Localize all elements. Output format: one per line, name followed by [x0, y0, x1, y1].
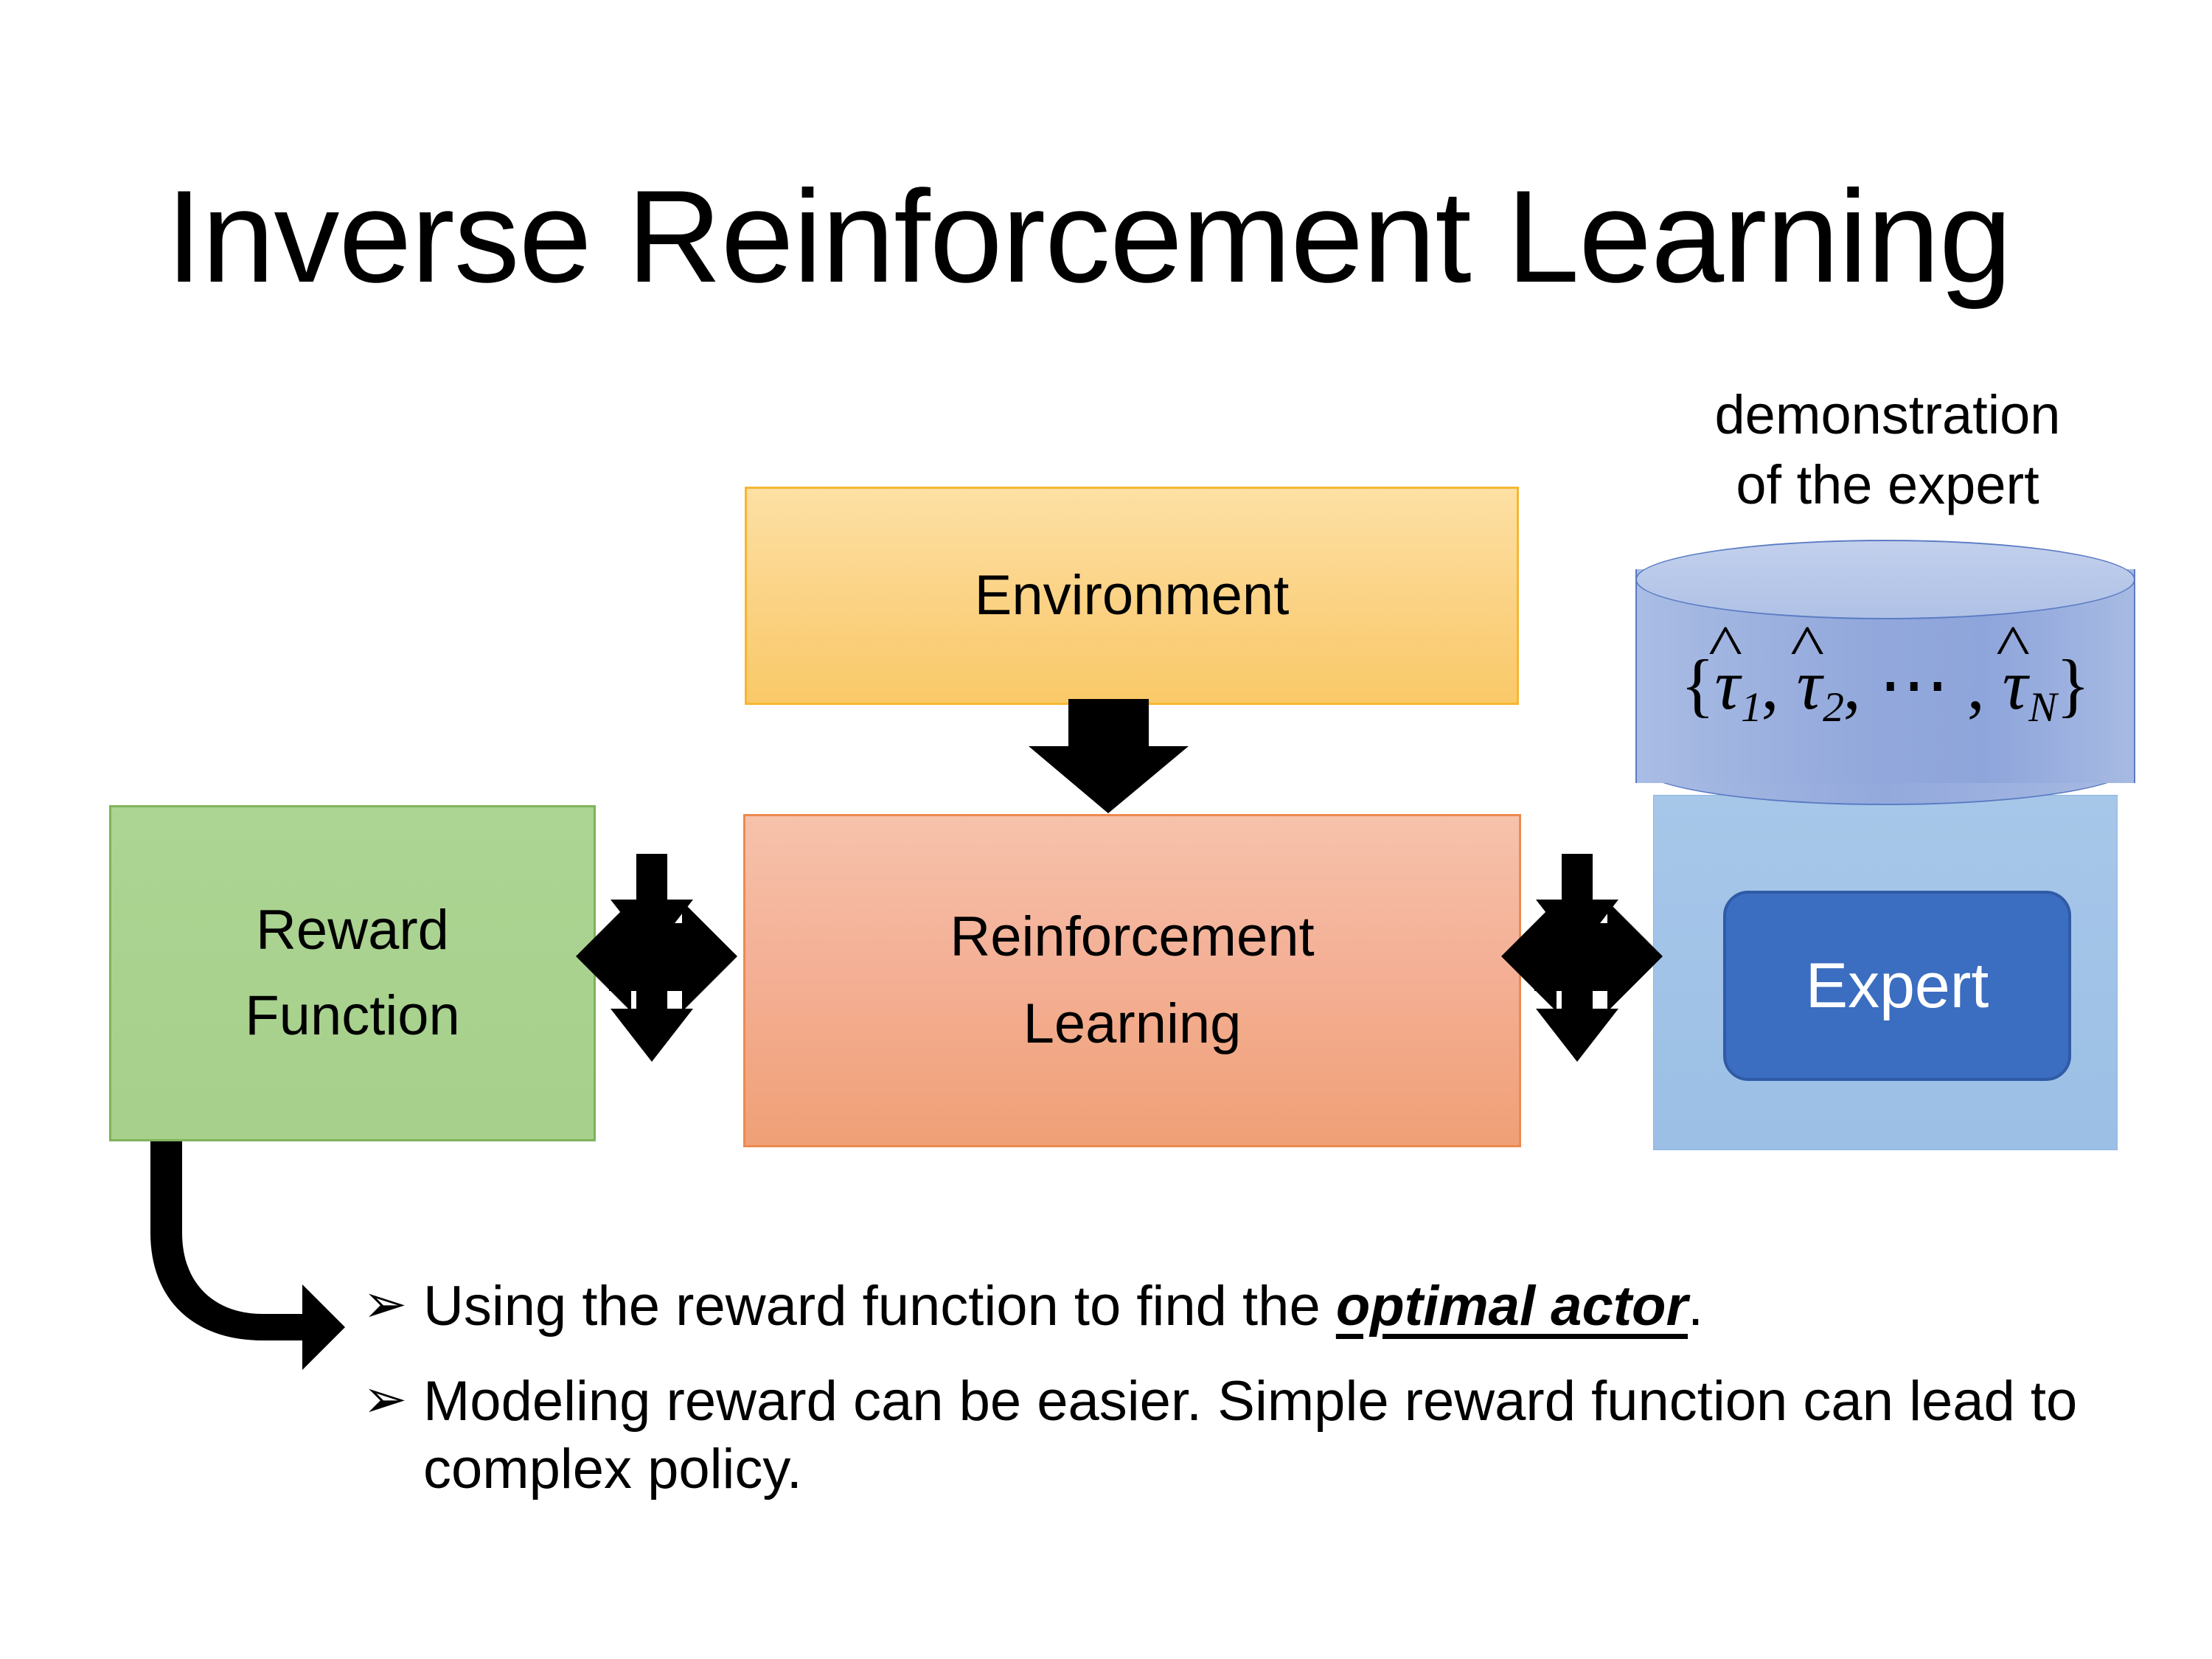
demonstration-caption: demonstration of the expert [1637, 380, 2138, 520]
bullet-1-emphasis: optimal actor [1335, 1275, 1688, 1338]
demonstration-caption-line-1: demonstration [1714, 384, 2061, 445]
reward-label-line-2: Function [245, 984, 460, 1047]
formula-tau-2: τ [1797, 644, 1822, 726]
formula-tau-n: τ [2003, 644, 2028, 726]
reward-to-bullets-elbow-arrow-icon [150, 1141, 345, 1370]
bullet-marker-icon: ➢ [363, 1369, 408, 1429]
expert-box-label: Expert [1805, 950, 1989, 1021]
formula-sub-n: N [2028, 684, 2057, 731]
rl-label-line-2: Learning [1023, 992, 1242, 1055]
reinforcement-learning-box[interactable]: Reinforcement Learning [743, 814, 1521, 1147]
demonstration-cylinder[interactable]: {τ1, τ2, ⋯ , τN} [1635, 540, 2135, 807]
bullet-item-2-text: Modeling reward can be easier. Simple re… [423, 1369, 2078, 1501]
bullet-item-1-text: Using the reward function to find the op… [423, 1273, 2154, 1341]
reward-to-rl-four-way-arrow-icon [576, 854, 737, 1062]
cylinder-top-ellipse [1635, 540, 2135, 619]
bullet-1-text-before: Using the reward function to find the [423, 1275, 1336, 1338]
bullet-marker-icon: ➢ [363, 1275, 408, 1334]
environment-to-rl-arrow-icon [1029, 699, 1189, 813]
rl-to-expert-four-way-arrow-icon [1501, 854, 1663, 1062]
page-title: Inverse Reinforcement Learning [166, 163, 2012, 310]
expert-box[interactable]: Expert [1723, 891, 2071, 1081]
reinforcement-learning-box-label: Reinforcement Learning [950, 894, 1314, 1068]
bullet-list: ➢ Using the reward function to find the … [363, 1273, 2154, 1531]
demonstration-caption-line-2: of the expert [1736, 453, 2039, 515]
formula-ellipsis: , ⋯ , [1843, 645, 2003, 724]
bullet-item-2: ➢ Modeling reward can be easier. Simple … [363, 1368, 2154, 1504]
formula-tau-1: τ [1714, 644, 1739, 726]
environment-box[interactable]: Environment [745, 487, 1519, 705]
formula-sub-2: 2 [1823, 684, 1844, 731]
bullet-1-text-after: . [1688, 1275, 1704, 1338]
reward-label-line-1: Reward [256, 899, 449, 962]
formula-close-brace: } [2056, 645, 2090, 724]
formula-sub-1: 1 [1740, 684, 1762, 731]
trajectory-set-formula: {τ1, τ2, ⋯ , τN} [1635, 643, 2135, 731]
rl-label-line-1: Reinforcement [950, 905, 1315, 969]
bullet-item-1: ➢ Using the reward function to find the … [363, 1273, 2154, 1341]
environment-box-label: Environment [974, 564, 1290, 627]
formula-sep-1: , [1761, 645, 1797, 724]
reward-function-box-label: Reward Function [245, 888, 460, 1058]
reward-function-box[interactable]: Reward Function [109, 805, 596, 1141]
